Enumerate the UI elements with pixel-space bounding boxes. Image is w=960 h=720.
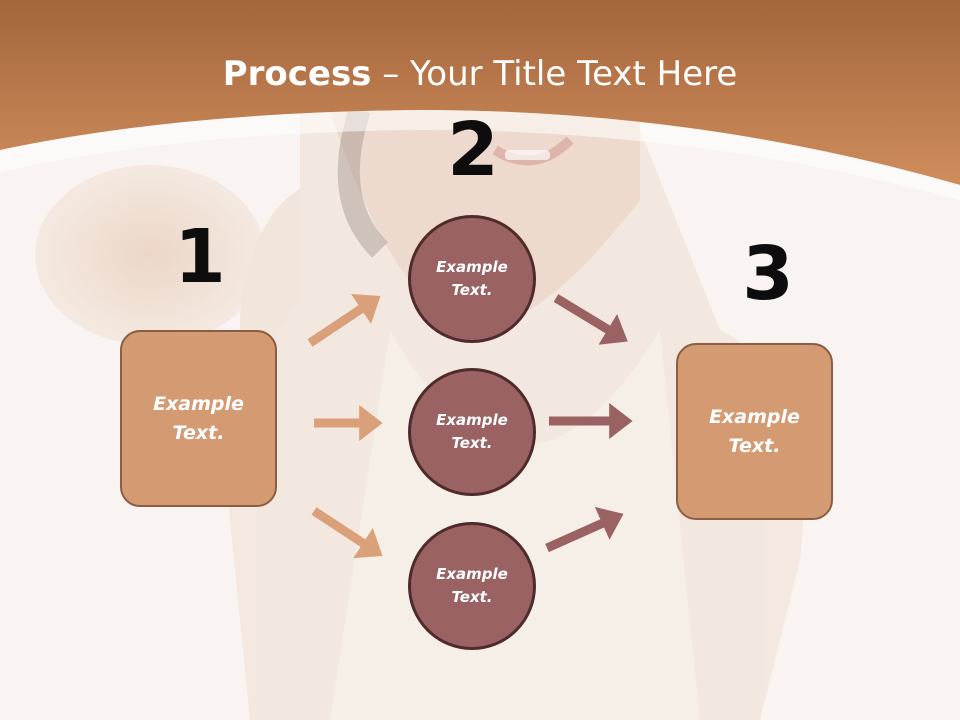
header-band [0,0,960,185]
arrow-left-to-top [307,294,381,347]
arrow-left-to-bottom [311,507,383,559]
process-circle-middle: Example Text. [408,368,536,496]
title-bold: Process [222,54,372,94]
step-number-3: 3 [742,231,794,317]
arrow-bottom-to-right [545,506,624,553]
left-box-label: Example Text. [153,392,244,444]
process-circle-top: Example Text. [408,215,536,343]
circle-middle-label: Example Text. [436,411,508,452]
right-process-box: Example Text. [676,343,833,520]
step-number-1: 1 [174,214,226,300]
arrow-top-to-right [553,294,628,345]
circle-bottom-label: Example Text. [436,565,508,606]
left-process-box: Example Text. [120,330,277,507]
circle-top-label: Example Text. [436,258,508,299]
right-box-label: Example Text. [709,405,800,457]
header-swoosh [0,110,960,200]
slide-title: Process – Your Title Text Here [0,52,960,96]
title-rest: – Your Title Text Here [371,54,738,94]
process-circle-bottom: Example Text. [408,522,536,650]
step-number-2: 2 [447,107,499,193]
